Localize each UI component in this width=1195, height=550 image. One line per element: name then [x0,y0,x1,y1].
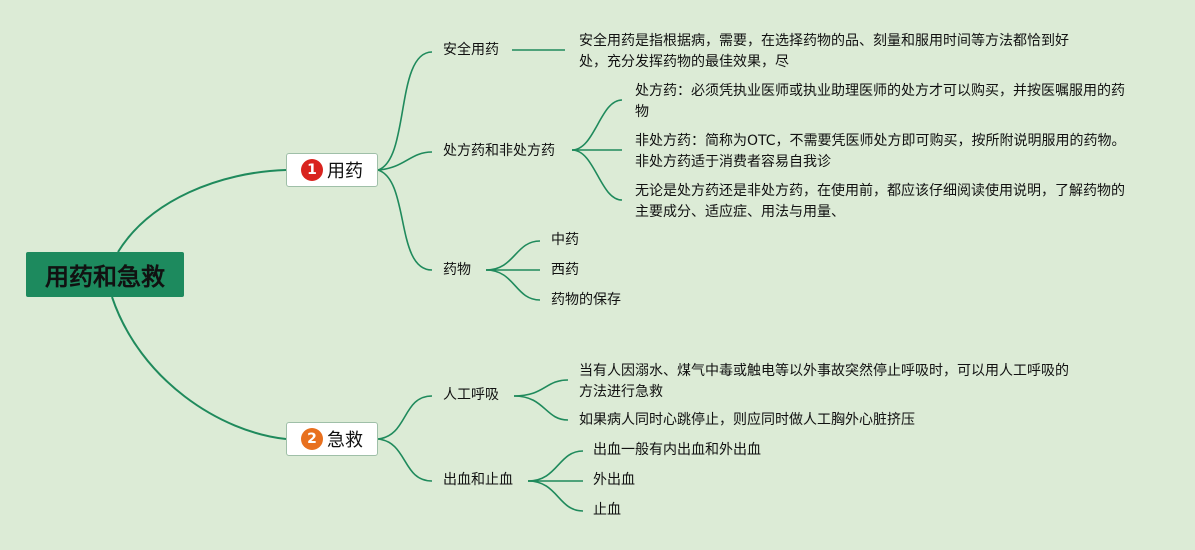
bleed-item-2[interactable]: 外出血 [593,472,635,488]
edge-branch2-cpr [377,395,433,440]
edge-branch1-rx [377,151,433,171]
drug-item-1[interactable]: 中药 [551,232,579,248]
root-label: 用药和急救 [45,263,165,291]
edge-rx-item1 [571,99,623,151]
root-node[interactable]: 用药和急救 [26,252,184,297]
number-badge-icon: 2 [301,428,323,450]
bleed-item-1[interactable]: 出血一般有内出血和外出血 [593,442,761,458]
drug-item-3[interactable]: 药物的保存 [551,292,621,308]
edge-rx-item3 [571,149,623,201]
topic-safe-medication[interactable]: 安全用药 [443,42,499,58]
edge-branch1-drug [377,169,433,271]
drug-item-2[interactable]: 西药 [551,262,579,278]
rx-item-3[interactable]: 无论是处方药还是非处方药，在使用前，都应该仔细阅读使用说明，了解药物的主要成分、… [635,183,1125,220]
branch-label: 用药 [327,161,363,182]
edge-bleed-item3 [527,480,584,512]
edge-branch1-safe [377,51,433,171]
topic-artificial-respiration[interactable]: 人工呼吸 [443,387,499,403]
cpr-item-1[interactable]: 当有人因溺水、煤气中毒或触电等以外事故突然停止呼吸时，可以用人工呼吸的方法进行急… [579,363,1069,400]
cpr-item-2[interactable]: 如果病人同时心跳停止，则应同时做人工胸外心脏挤压 [579,412,915,428]
edge-bleed-item1 [527,450,584,482]
edge-drug-item1 [485,240,541,271]
bleed-item-3[interactable]: 止血 [593,502,621,518]
branch-node-first-aid[interactable]: 2 急救 [286,422,378,456]
edge-root-branch1 [117,169,287,253]
number-badge-icon: 1 [301,159,323,181]
branch-node-medication[interactable]: 1 用药 [286,153,378,187]
rx-item-1[interactable]: 处方药：必须凭执业医师或执业助理医师的处方才可以购买，并按医嘱服用的药物 [635,83,1125,120]
rx-item-2[interactable]: 非处方药：简称为OTC，不需要凭医师处方即可购买，按所附说明服用的药物。非处方药… [635,133,1126,170]
edge-branch2-bleed [377,438,433,482]
topic-prescription[interactable]: 处方药和非处方药 [443,143,555,159]
edge-cpr-item1 [513,379,569,397]
edge-drug-item3 [485,269,541,301]
topic-drugs[interactable]: 药物 [443,262,471,278]
topic-bleeding[interactable]: 出血和止血 [443,472,513,488]
safe-medication-description[interactable]: 安全用药是指根据病，需要，在选择药物的品、刻量和服用时间等方法都恰到好处，充分发… [579,33,1069,70]
edge-root-branch2 [111,296,287,440]
branch-label: 急救 [327,430,363,451]
edge-cpr-item2 [513,395,569,421]
